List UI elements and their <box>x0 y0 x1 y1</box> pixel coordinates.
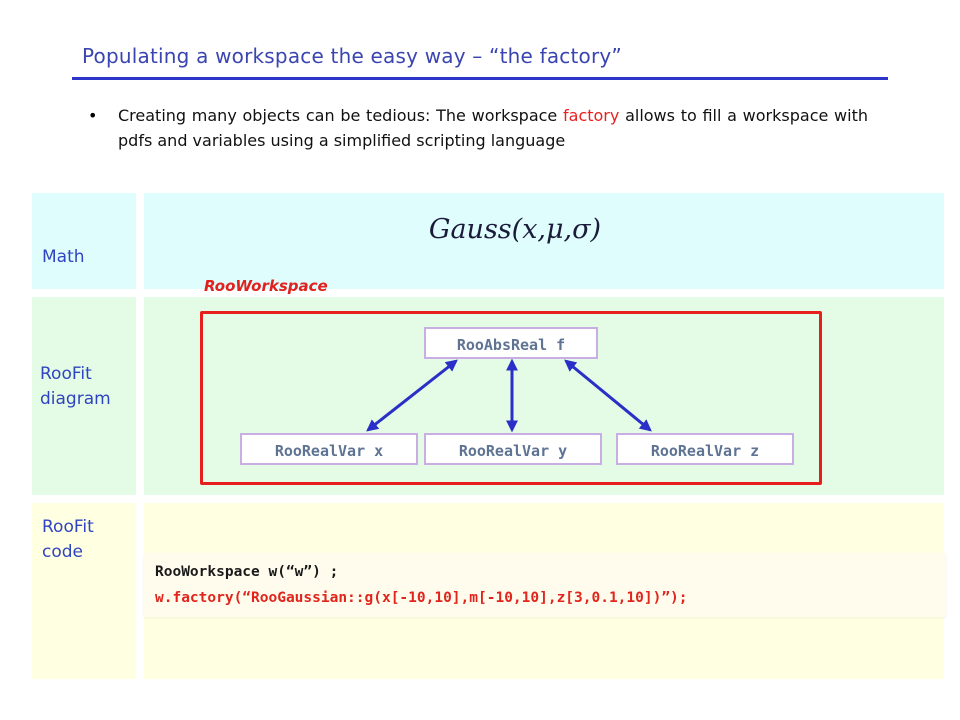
title-underline <box>72 77 888 80</box>
bullet-text-end: allows to fill a workspace with pdfs and… <box>118 106 869 150</box>
node-rooabsreal-f: RooAbsReal f <box>424 327 598 359</box>
code-line-workspace: RooWorkspace w(“w”) ; <box>155 564 339 580</box>
workspace-label: RooWorkspace <box>204 277 328 295</box>
workspace-box <box>200 311 822 485</box>
math-cell <box>144 193 944 289</box>
code-box <box>144 553 946 617</box>
bullet-highlight-factory: factory <box>563 106 620 125</box>
math-label-cell <box>32 193 136 289</box>
code-label-cell <box>32 503 136 679</box>
code-row-label: RooFit code <box>42 517 94 562</box>
math-row-label: Math <box>42 247 85 267</box>
gauss-formula: Gauss(x,μ,σ) <box>428 214 602 245</box>
bullet-icon: • <box>88 106 98 125</box>
code-line-factory: w.factory(“RooGaussian::g(x[-10,10],m[-1… <box>155 590 688 606</box>
node-roorealvar-y: RooRealVar y <box>424 433 602 465</box>
arrow-f-to-z <box>564 359 652 432</box>
node-roorealvar-z: RooRealVar z <box>616 433 794 465</box>
arrow-f-to-x <box>366 359 458 432</box>
bullet-text: Creating many objects can be tedious: Th… <box>118 103 868 153</box>
diagram-row-label: RooFit diagram <box>40 364 111 409</box>
bullet-text-start: Creating many objects can be tedious: Th… <box>118 106 563 125</box>
diagram-label-cell <box>32 297 136 495</box>
slide-title: Populating a workspace the easy way – “t… <box>82 44 622 68</box>
node-roorealvar-x: RooRealVar x <box>240 433 418 465</box>
